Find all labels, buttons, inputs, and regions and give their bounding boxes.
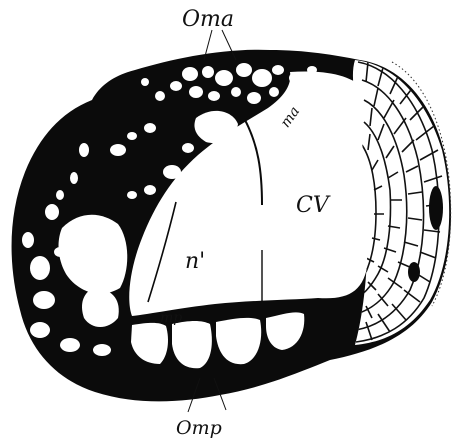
label-omp: Omp <box>176 417 222 439</box>
label-mp: mp <box>160 310 182 326</box>
dark-patch <box>429 186 443 230</box>
label-cv: CV <box>296 193 331 218</box>
label-n-prime: n' <box>185 249 205 274</box>
dark-patch <box>408 262 420 282</box>
label-oma: Oma <box>182 7 234 32</box>
